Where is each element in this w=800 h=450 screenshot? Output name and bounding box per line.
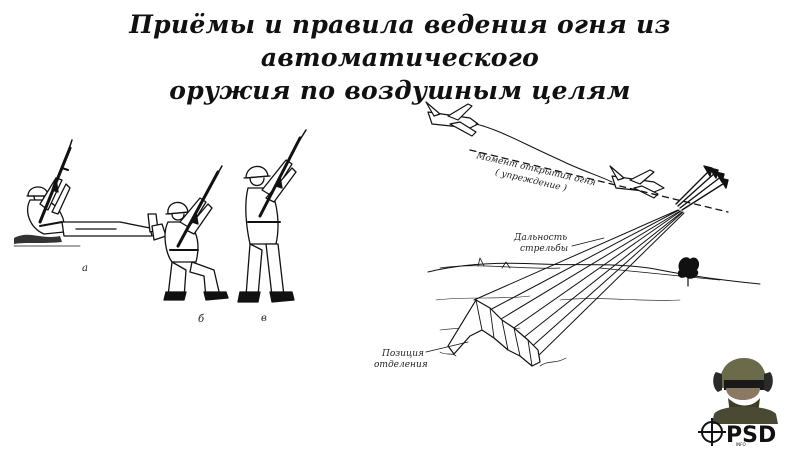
flight-path [475, 123, 613, 183]
label-b: б [198, 314, 205, 325]
lead-line-dashed [469, 149, 729, 213]
label-a: а [82, 263, 88, 274]
soldier-lying [26, 139, 167, 241]
figure-firing-positions [13, 129, 307, 303]
label-moment-group: Момент открытия огня ( упреждение ) [474, 151, 596, 194]
label-position-line2: отделения [374, 360, 428, 370]
ground-hatching-a [14, 234, 62, 244]
pointer-range [571, 237, 605, 247]
title-line-1: Приёмы и правила ведения огня из автомат… [129, 10, 671, 72]
title-line-2: оружия по воздушным целям [169, 76, 631, 105]
label-range-line1: Дальность [513, 233, 567, 243]
fire-lines [473, 209, 685, 359]
pointer-position [425, 341, 469, 353]
aircraft-icon-fire-moment [609, 165, 665, 199]
aircraft-icon-start [425, 101, 479, 137]
figure-anti-aircraft-fire [425, 101, 761, 367]
label-v: в [261, 313, 267, 324]
logo-text: PSD [726, 423, 776, 448]
psd-logo: PSD INFO [698, 358, 778, 448]
soldier-standing [237, 129, 307, 303]
trench-position [439, 299, 567, 367]
convergence-arrows [675, 165, 729, 211]
label-position-line1: Позиция [381, 349, 424, 359]
crosshair-icon [698, 418, 726, 446]
page-title: Приёмы и правила ведения огня из автомат… [0, 8, 800, 107]
soldier-kneeling [163, 165, 229, 301]
soldier-avatar-icon [712, 358, 778, 424]
tree-icon [677, 257, 700, 287]
horizon-line [427, 262, 761, 285]
logo-sub: INFO [736, 442, 746, 447]
label-range-line2: стрельбы [520, 243, 568, 254]
